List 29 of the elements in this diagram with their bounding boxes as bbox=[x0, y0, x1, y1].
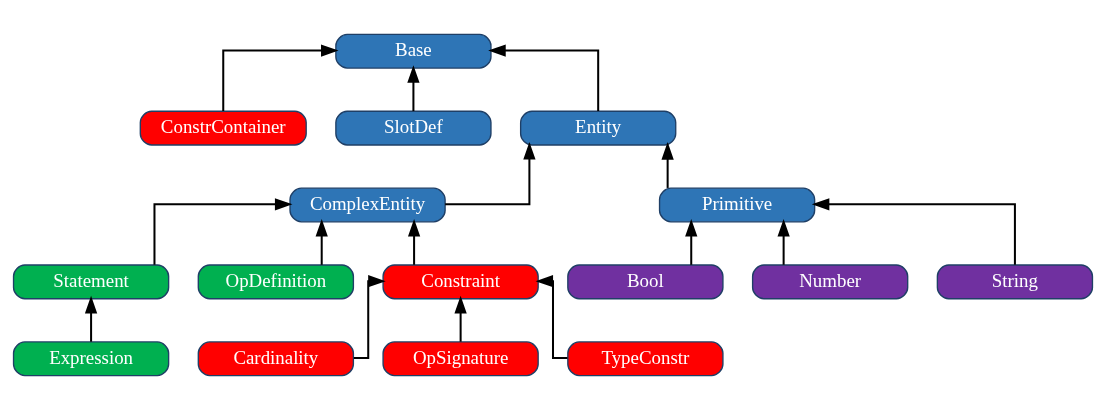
node-box: ConstrContainer bbox=[139, 110, 307, 146]
arrow bbox=[661, 142, 674, 188]
node-box: String bbox=[936, 264, 1094, 300]
arrow bbox=[488, 44, 600, 111]
node-box: OpDefinition bbox=[197, 264, 355, 300]
node-box: TypeConstr bbox=[567, 341, 724, 377]
node-box: Number bbox=[751, 264, 909, 300]
node-box: Constraint bbox=[382, 264, 539, 300]
arrow bbox=[84, 295, 98, 342]
arrow bbox=[407, 218, 421, 265]
node-box: ComplexEntity bbox=[289, 187, 446, 223]
node-box: Expression bbox=[12, 341, 170, 377]
node-box: Cardinality bbox=[197, 341, 355, 377]
arrow bbox=[153, 198, 293, 265]
arrow bbox=[445, 142, 536, 206]
node-box: Entity bbox=[519, 110, 677, 146]
node-box: Base bbox=[335, 33, 492, 69]
node-box: Primitive bbox=[658, 187, 816, 223]
arrow bbox=[777, 218, 790, 265]
node-box: Statement bbox=[12, 264, 170, 300]
node-box: OpSignature bbox=[382, 341, 539, 377]
arrow bbox=[222, 44, 339, 111]
arrow bbox=[407, 65, 420, 112]
arrow bbox=[315, 218, 328, 265]
node-box: Bool bbox=[567, 264, 724, 300]
arrow bbox=[685, 218, 698, 265]
arrow bbox=[811, 198, 1016, 265]
node-box: SlotDef bbox=[335, 110, 492, 146]
arrow bbox=[454, 295, 467, 342]
